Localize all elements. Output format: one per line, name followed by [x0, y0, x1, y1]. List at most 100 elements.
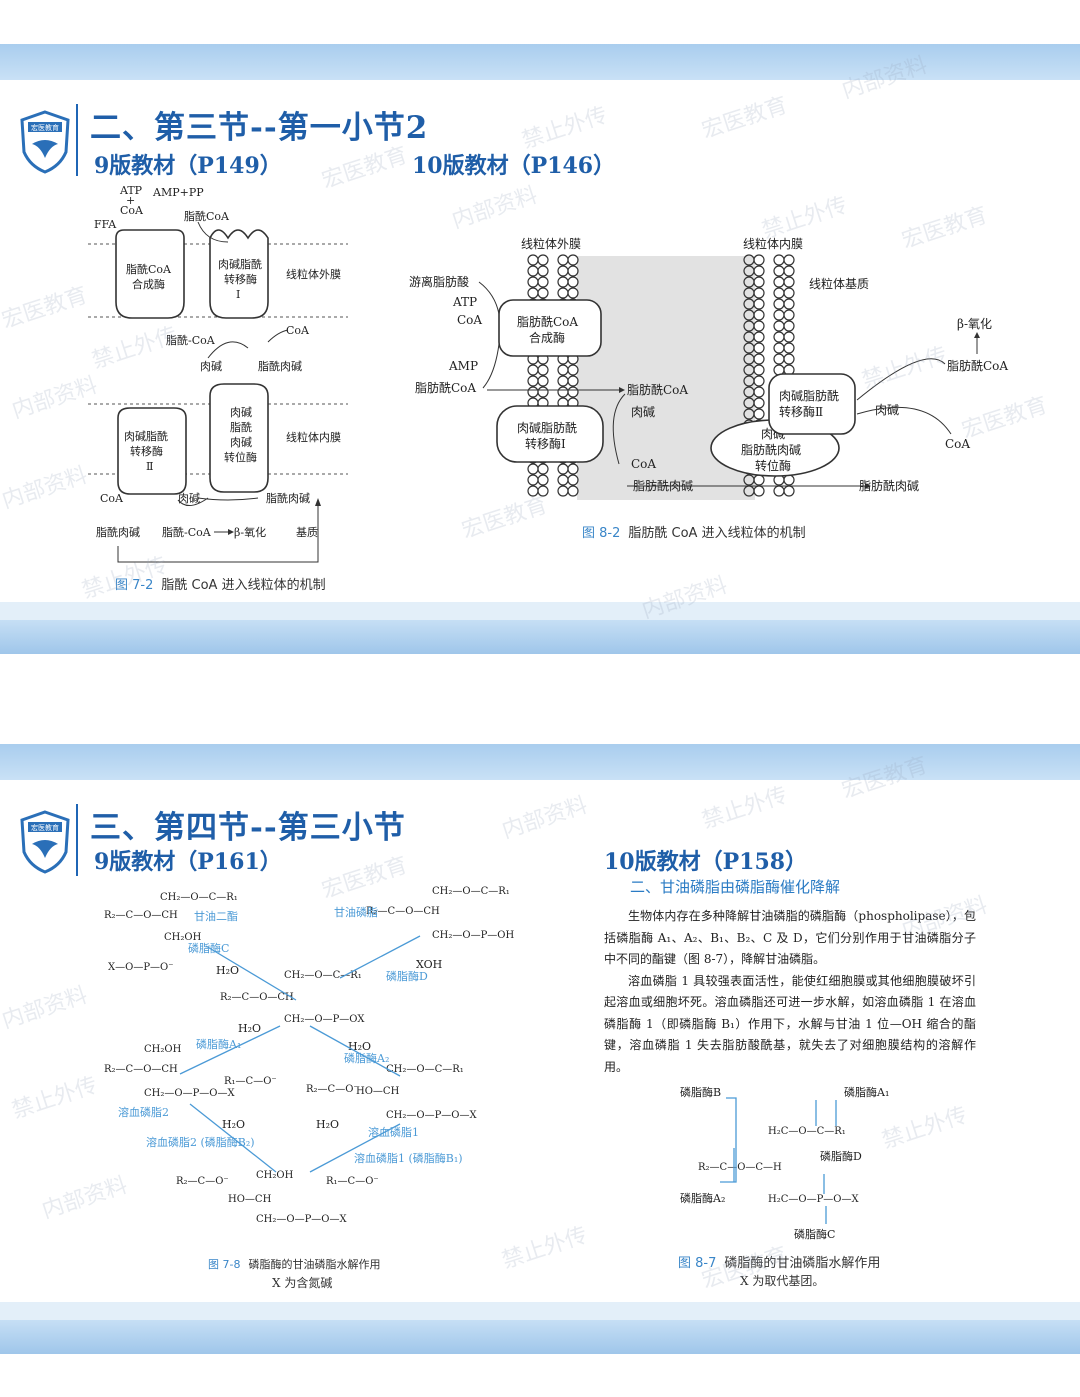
fig87-pld: 磷脂酶D — [820, 1149, 862, 1163]
fig82-cat1-1: 肉碱脂肪酰 — [517, 420, 577, 435]
fig72-carnitine: 肉碱 — [200, 360, 222, 373]
fig82-free-fa: 游离脂肪酸 — [409, 274, 469, 289]
fig72-atp: ATP — [119, 184, 143, 197]
footer-band-light — [0, 602, 1080, 620]
svg-text:HO—CH: HO—CH — [356, 1086, 400, 1097]
footer-band — [0, 1320, 1080, 1354]
fig72-outer-membrane: 线粒体外膜 — [286, 267, 341, 281]
svg-text:R₁—C—O⁻: R₁—C—O⁻ — [326, 1176, 379, 1187]
right-edition-heading: 10版教材（P158） — [604, 849, 808, 875]
fig78-lyso2-enz: 溶血磷脂2 (磷脂酶B₂) — [146, 1135, 255, 1149]
fig72-amp-ppi: AMP+PP — [152, 186, 204, 199]
svg-text:CH₂—O—C—R₁: CH₂—O—C—R₁ — [386, 1064, 464, 1075]
fig82-coa: CoA — [457, 313, 482, 327]
caption-number: 图 7-2 — [115, 578, 154, 593]
fig78-fa2: 甘油二酯 — [194, 909, 238, 923]
svg-text:CH₂OH: CH₂OH — [164, 932, 202, 943]
fig87-plc: 磷脂酶C — [794, 1227, 835, 1241]
figure-7-8: CH₂—O—C—R₁ R₂—C—O—CH CH₂OH X—O—P—O⁻ CH₂—… — [104, 886, 515, 1225]
svg-text:R₂—C—O—C—H: R₂—C—O—C—H — [698, 1162, 782, 1173]
brand-logo-icon: 宏医教育 — [20, 110, 70, 174]
fig82-trans-2: 脂肪酰肉碱 — [741, 442, 801, 457]
svg-text:R₂—C—O⁻: R₂—C—O⁻ — [306, 1084, 359, 1095]
svg-text:R₂—C—O—CH: R₂—C—O—CH — [104, 910, 178, 921]
svg-text:R₂—C—O—CH: R₂—C—O—CH — [104, 1064, 178, 1075]
fig82-outer-membrane: 线粒体外膜 — [521, 236, 581, 251]
fig78-h2o-2: H₂O — [238, 1022, 261, 1035]
svg-text:R₂—C—O—CH: R₂—C—O—CH — [220, 992, 294, 1003]
fig78-h2o-4: H₂O — [222, 1118, 245, 1131]
svg-text:X—O—P—O⁻: X—O—P—O⁻ — [108, 962, 174, 973]
fig72-acyl-coa-bottom: 脂酰-CoA — [162, 525, 212, 539]
fig82-synthase-1: 脂肪酰CoA — [517, 314, 578, 329]
fig87-plb: 磷脂酶B — [680, 1085, 721, 1099]
fig82-cat2-1: 肉碱脂肪酰 — [779, 388, 839, 403]
caption-number: 图 7-8 — [208, 1258, 241, 1271]
fig72-cat1-3: Ⅰ — [236, 288, 240, 301]
fig82-carnitine: 肉碱 — [631, 405, 655, 419]
fig72-synthase-2: 合成酶 — [132, 277, 165, 291]
fig82-synthase-2: 合成酶 — [529, 330, 565, 345]
right-edition-heading: 10版教材（P146） — [412, 153, 616, 179]
fig78-lyso1-enz: 溶血磷脂1 (磷脂酶B₁) — [354, 1151, 463, 1165]
footer-band-light — [0, 1302, 1080, 1320]
fig72-acyl-coa: 脂酰CoA — [184, 209, 230, 223]
slide-1: 宏医教育 二、第三节--第一小节2 9版教材（P149） 10版教材（P146）… — [0, 44, 1080, 654]
header-band — [0, 44, 1080, 80]
fig72-carnitine-in: 肉碱 — [178, 492, 200, 505]
slide-2: 宏医教育 三、第四节--第三小节 9版教材（P161） 10版教材（P158） … — [0, 744, 1080, 1354]
caption-number: 图 8-2 — [582, 526, 621, 541]
fig82-cat2-2: 转移酶Ⅱ — [779, 404, 823, 419]
fig72-beta-ox: β-氧化 — [234, 525, 266, 539]
logo-text: 宏医教育 — [31, 123, 59, 132]
fig72-synthase-1: 脂酰CoA — [126, 262, 172, 276]
fig72-trans-1: 肉碱 — [230, 406, 252, 419]
fig82-fa-carnitine-in: 脂肪酰肉碱 — [859, 478, 919, 493]
footer-band — [0, 620, 1080, 654]
caption-text: 磷脂酶的甘油磷脂水解作用 — [724, 1256, 881, 1271]
fig82-inner-membrane: 线粒体内膜 — [743, 236, 803, 251]
svg-text:CH₂OH: CH₂OH — [256, 1170, 294, 1181]
fig82-coa-in: CoA — [945, 437, 970, 451]
svg-text:R₁—C—O⁻: R₁—C—O⁻ — [224, 1076, 277, 1087]
caption-text: 磷脂酶的甘油磷脂水解作用 — [248, 1258, 381, 1271]
fig72-acylcarnitine-bottom: 脂酰肉碱 — [96, 525, 140, 539]
body-text: 生物体内存在多种降解甘油磷脂的磷脂酶（phospholipase），包括磷脂酶 … — [604, 906, 976, 1078]
fig72-coa-in: CoA — [100, 492, 124, 505]
fig82-trans-3: 转位酶 — [755, 458, 791, 473]
left-edition-heading: 9版教材（P149） — [94, 153, 282, 179]
svg-text:HO—CH: HO—CH — [228, 1194, 272, 1205]
fig78-lyso2: 溶血磷脂2 — [118, 1105, 169, 1119]
figure-7-8-caption: 图 7-8 磷脂酶的甘油磷脂水解作用 — [208, 1256, 380, 1272]
fig72-trans-2: 脂酰 — [230, 420, 252, 434]
svg-text:CH₂—O—C—R₁: CH₂—O—C—R₁ — [284, 970, 362, 981]
fig72-inner-membrane: 线粒体内膜 — [286, 430, 341, 444]
section-heading: 二、甘油磷脂由磷脂酶催化降解 — [630, 878, 841, 896]
svg-text:H₂C—O—C—R₁: H₂C—O—C—R₁ — [768, 1126, 846, 1137]
fig82-carnitine-in: 肉碱 — [875, 403, 899, 417]
fig82-matrix: 线粒体基质 — [809, 276, 869, 291]
fig82-fatty-acyl-coa-mid: 脂肪酰CoA — [627, 382, 688, 397]
fig82-beta-ox: β-氧化 — [957, 317, 992, 331]
fig78-pla1: 磷脂酶A₁ — [196, 1037, 241, 1051]
fig72-cat2-2: 转移酶 — [130, 444, 163, 458]
brand-logo-icon: 宏医教育 — [20, 810, 70, 874]
title-divider — [76, 804, 78, 876]
logo-text: 宏医教育 — [31, 823, 59, 832]
fig78-h2o-1: H₂O — [216, 964, 239, 977]
fig72-acylcarnitine: 脂酰肉碱 — [258, 359, 302, 373]
fig72-acyl-coa2: 脂酰-CoA — [166, 333, 216, 347]
svg-text:CH₂—O—P—OH: CH₂—O—P—OH — [432, 930, 515, 941]
fig72-trans-4: 转位酶 — [224, 450, 257, 464]
caption-text: 脂酰 CoA 进入线粒体的机制 — [161, 578, 326, 593]
svg-text:CH₂—O—P—O—X: CH₂—O—P—O—X — [144, 1088, 236, 1099]
svg-text:CH₂OH: CH₂OH — [144, 1044, 182, 1055]
fig82-atp: ATP — [452, 295, 477, 309]
fig87-pla2: 磷脂酶A₂ — [680, 1191, 725, 1205]
fig82-coa2: CoA — [631, 457, 656, 471]
fig78-h2o-3: H₂O — [348, 1040, 371, 1053]
left-edition-heading: 9版教材（P161） — [94, 849, 282, 875]
page-title: 二、第三节--第一小节2 — [90, 110, 429, 146]
